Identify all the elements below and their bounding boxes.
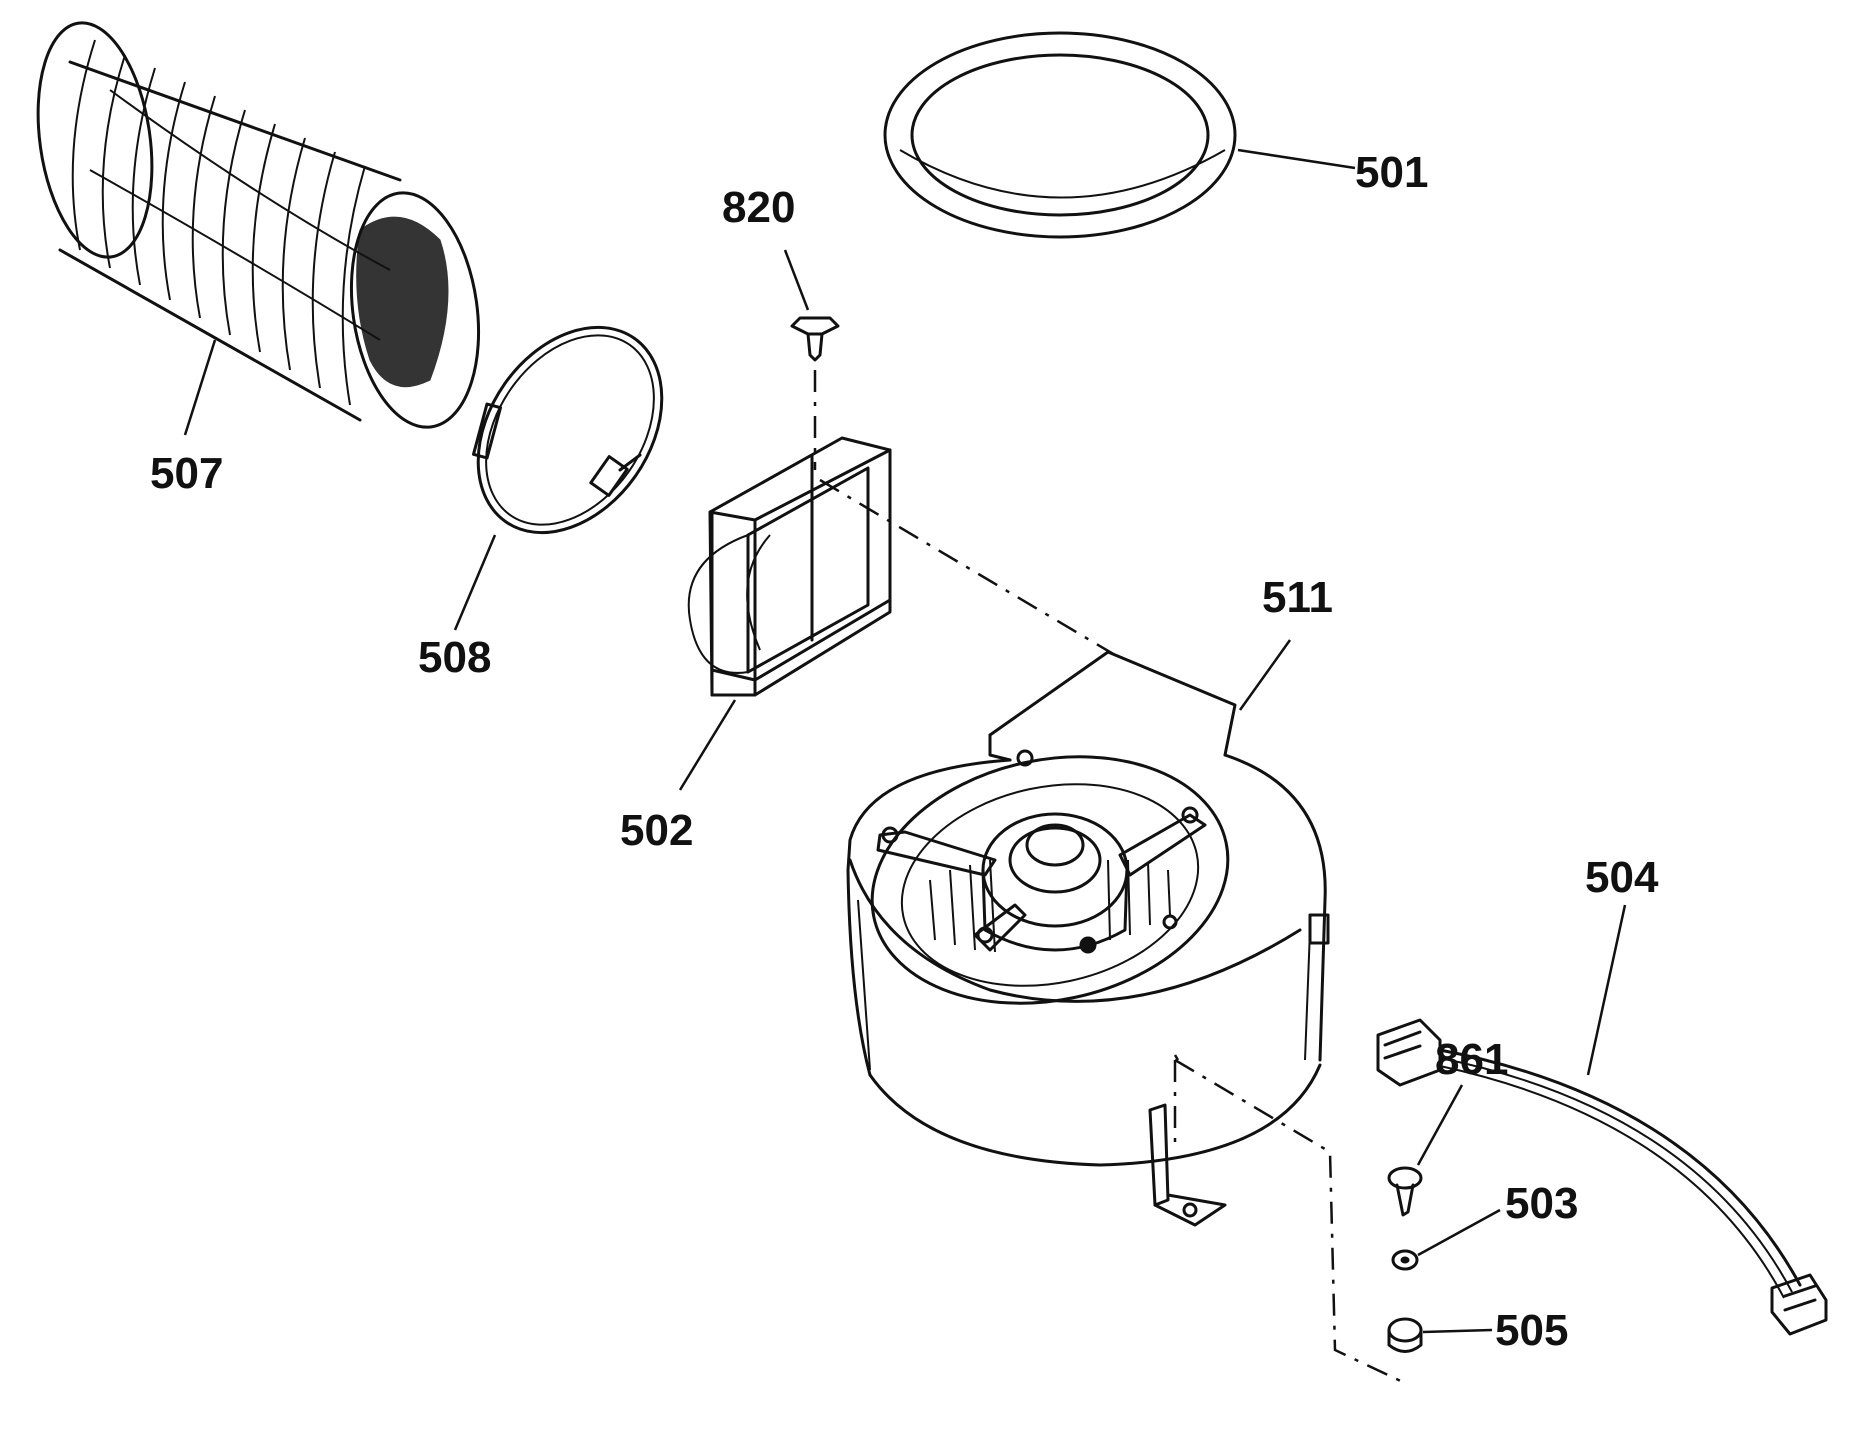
callout-820: 820 — [722, 183, 795, 232]
blower-assembly — [846, 650, 1330, 1227]
leader-501 — [1237, 148, 1356, 170]
flex-duct — [36, 21, 481, 429]
leader-503 — [1417, 1208, 1501, 1257]
callout-507: 507 — [150, 449, 223, 498]
callout-502: 502 — [620, 806, 693, 855]
screw-861 — [1387, 1166, 1423, 1217]
washer-503 — [1391, 1249, 1419, 1271]
frame-to-blower-axis — [819, 478, 1116, 657]
leader-861 — [1416, 1084, 1464, 1166]
leader-820 — [783, 249, 810, 311]
callout-503: 503 — [1505, 1179, 1578, 1228]
gasket-ring — [883, 31, 1237, 239]
leader-504 — [1586, 904, 1627, 1076]
leader-507 — [183, 339, 217, 436]
callout-861: 861 — [1435, 1035, 1508, 1084]
grommet-505 — [1387, 1317, 1423, 1353]
leader-502 — [678, 699, 737, 791]
hose-clamp — [472, 325, 664, 535]
leader-508 — [453, 534, 497, 631]
screw-820 — [790, 316, 840, 362]
leader-505 — [1422, 1328, 1493, 1334]
callout-511: 511 — [1262, 573, 1333, 622]
leader-511 — [1238, 639, 1292, 711]
wire-harness — [1376, 1018, 1828, 1336]
callout-501: 501 — [1355, 148, 1428, 197]
callout-508: 508 — [418, 633, 491, 682]
callout-505: 505 — [1495, 1306, 1568, 1355]
transition-frame — [687, 436, 892, 697]
callout-504: 504 — [1585, 853, 1659, 902]
foot-mount-axis — [1173, 1054, 1406, 1385]
